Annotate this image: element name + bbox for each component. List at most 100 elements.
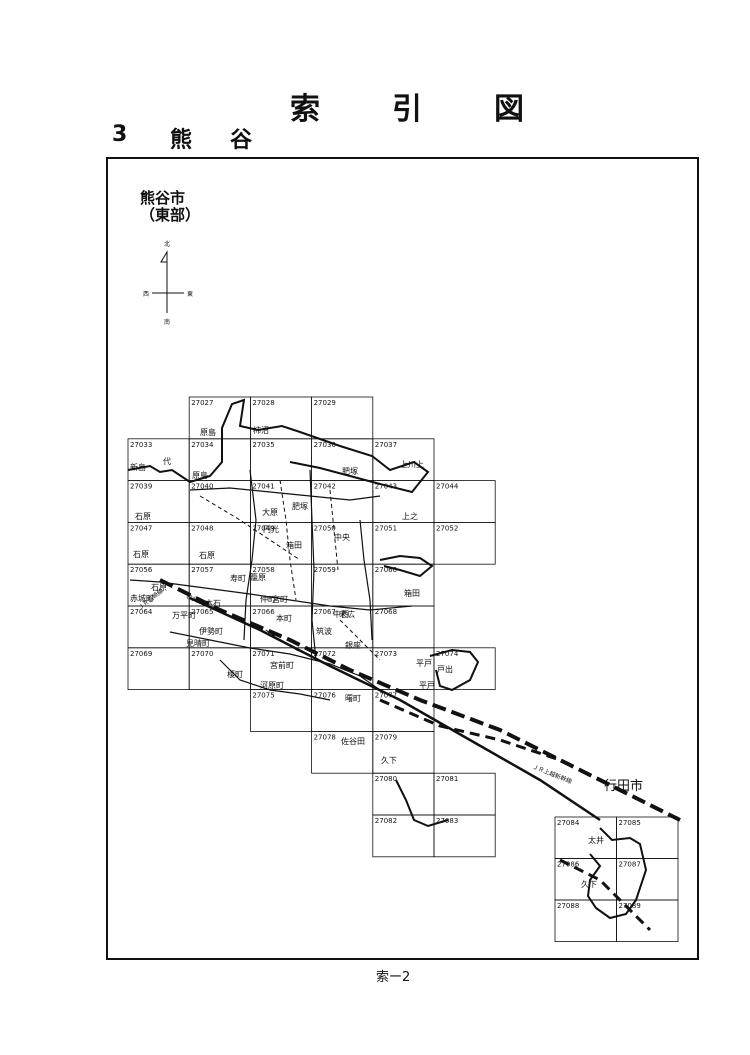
place-label: 本石 <box>205 598 221 608</box>
place-label: 石原 <box>199 551 215 560</box>
place-labels: 原島柿沼新島代原島肥塚上川上石原大原円光肥塚上之石原石原箱田中央中西籠原宮町仲町… <box>130 425 604 889</box>
index-map-title: 索 引 図 <box>290 84 530 127</box>
place-label: 箱田 <box>404 588 420 598</box>
compass-south: 南 <box>164 318 170 326</box>
place-label: 中西 <box>333 609 349 619</box>
city-boundary <box>127 398 648 920</box>
grid-cell-id: 27066 <box>252 608 275 616</box>
district-name: （東部） <box>140 206 201 224</box>
compass-rose: 北 南 西 東 <box>143 240 193 326</box>
grid-cell-id: 27051 <box>375 524 397 532</box>
place-label: 原島 <box>200 427 216 437</box>
place-label: 石原 <box>135 512 151 521</box>
place-label: 原島 <box>192 470 208 480</box>
dashed-boundaries <box>199 479 381 661</box>
grid-cell-id: 27056 <box>130 566 153 574</box>
grid-cell-id: 27088 <box>557 902 579 910</box>
place-label: 上川上 <box>400 460 424 469</box>
grid-cell-id: 27087 <box>619 861 641 869</box>
grid-cell <box>433 647 496 690</box>
grid-cell <box>616 899 679 942</box>
place-label: 榎町 <box>227 669 243 679</box>
place-label: 中央 <box>334 532 350 542</box>
railway-label: ＪＲ上越新幹線 <box>531 762 573 785</box>
page-footer: 索ー2 <box>376 970 411 985</box>
grid-cell-id: 27029 <box>314 399 336 407</box>
grid-cell-id: 27028 <box>252 399 274 407</box>
place-label: 石原 <box>133 550 149 559</box>
grid-cell-id: 27078 <box>314 733 336 741</box>
section-name-char: 谷 <box>230 128 253 153</box>
grid-cell-id: 27048 <box>191 524 213 532</box>
place-label: 銀座 <box>345 640 361 650</box>
place-label: 柿沼 <box>253 425 269 435</box>
place-label: 筑波 <box>316 626 332 636</box>
grid-cell-id: 27065 <box>191 608 213 616</box>
place-label: 見晴町 <box>186 638 210 648</box>
grid-cell-id: 27089 <box>619 902 641 910</box>
grid-cell-id: 27047 <box>130 524 152 532</box>
grid-cell-id: 27067 <box>314 608 336 616</box>
place-label: 石原 <box>151 583 167 592</box>
grid-cell-id: 27057 <box>191 566 213 574</box>
grid-cell-id: 27081 <box>436 775 458 783</box>
place-label: 太井 <box>588 835 604 845</box>
grid-cell-id: 27041 <box>252 483 274 491</box>
place-label: 宮前町 <box>270 660 294 670</box>
section-number: 3 <box>112 122 128 147</box>
grid-cell-id: 27070 <box>191 650 213 658</box>
place-label: 久下 <box>581 879 597 889</box>
place-label: 末広 <box>339 609 355 619</box>
grid-cell-id: 27060 <box>375 566 397 574</box>
grid-cell-id: 27044 <box>436 483 459 491</box>
place-label: 河原町 <box>260 680 284 690</box>
place-label: 肥塚 <box>342 467 358 476</box>
grid-cell-id: 27064 <box>130 608 153 616</box>
title-char: 索 <box>290 92 320 127</box>
grid-cell-id: 27068 <box>375 608 397 616</box>
grid-cell-id: 27036 <box>314 441 337 449</box>
place-label: 寿町 <box>230 573 246 583</box>
grid-cell-id: 27034 <box>191 441 214 449</box>
grid-cell-id: 27079 <box>375 733 397 741</box>
place-label: 久下 <box>381 755 397 765</box>
place-label: 万平町 <box>172 611 196 620</box>
grid-cell-id: 27071 <box>252 650 274 658</box>
place-label: 宮町 <box>272 594 288 604</box>
place-label: 新島 <box>130 462 146 472</box>
city-name: 熊谷市 <box>140 189 186 207</box>
compass-north: 北 <box>164 240 170 248</box>
grid-cell-id: 27035 <box>252 441 274 449</box>
grid-cell-id: 27037 <box>375 441 397 449</box>
grid-cell <box>433 814 496 858</box>
map-city-title: 熊谷市 （東部） <box>140 190 200 224</box>
place-label: 箱田 <box>286 540 302 550</box>
place-label: 平戸 <box>416 659 432 668</box>
place-label: 曙町 <box>345 694 361 703</box>
title-char: 図 <box>494 92 524 127</box>
grid-cell <box>433 522 496 565</box>
section-name-char: 熊 <box>170 128 193 153</box>
grid-cell-id: 27027 <box>191 399 213 407</box>
place-label: 本町 <box>276 613 292 623</box>
grid-cell-id: 27050 <box>314 524 336 532</box>
grid-cell-id: 27072 <box>314 650 336 658</box>
grid-cell-id: 27058 <box>252 566 274 574</box>
title-char: 引 <box>392 92 422 127</box>
grid-cell-id: 27080 <box>375 775 397 783</box>
grid-cell-id: 27073 <box>375 650 397 658</box>
grid-cell-id: 27033 <box>130 441 152 449</box>
grid-cell-id: 27069 <box>130 650 152 658</box>
grid-cell-id: 27075 <box>252 692 274 700</box>
grid-cell-id: 27076 <box>314 692 337 700</box>
grid-cell-id: 27042 <box>314 483 336 491</box>
grid-cell-id: 27039 <box>130 483 152 491</box>
place-label: 佐谷田 <box>341 736 365 746</box>
place-label: 籠原 <box>250 572 266 582</box>
grid-cell-id: 27049 <box>252 524 274 532</box>
place-label: 円光 <box>263 524 279 534</box>
place-label: 平戸 <box>419 681 435 690</box>
place-label: 赤城町 <box>130 594 154 603</box>
